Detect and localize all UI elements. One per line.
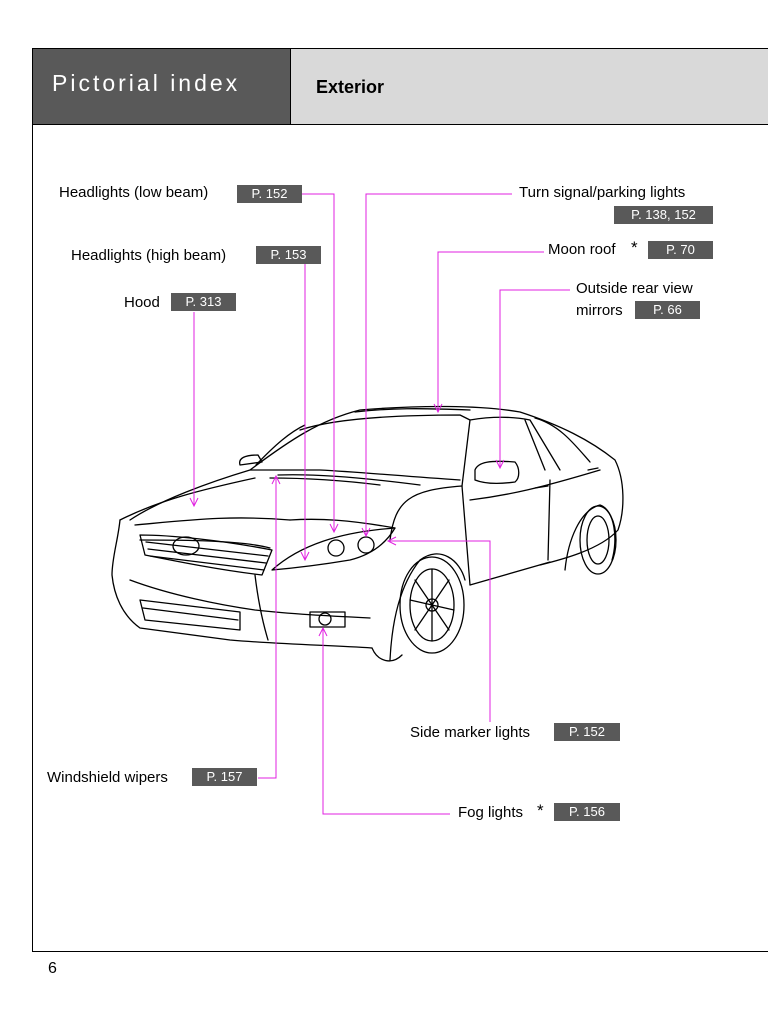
header-dark-panel <box>33 49 290 124</box>
page-title: Pictorial index <box>52 70 241 96</box>
label-windshield-wipers: Windshield wipers <box>47 769 168 786</box>
ref-turn-signal[interactable]: P. 138, 152 <box>614 206 713 224</box>
page-number: 6 <box>48 960 57 977</box>
label-fog-lights: Fog lights <box>458 804 524 821</box>
ref-headlights-high-beam[interactable]: P. 153 <box>256 246 321 264</box>
leader-lines <box>189 193 570 815</box>
section-title: Exterior <box>316 77 385 97</box>
ref-hood[interactable]: P. 313 <box>171 293 236 311</box>
ref-mirrors[interactable]: P. 66 <box>635 301 700 319</box>
label-hood: Hood <box>124 294 160 311</box>
label-moon-roof: Moon roof <box>548 241 616 258</box>
label-mirrors-line1: Outside rear view <box>576 280 693 297</box>
label-headlights-low-beam: Headlights (low beam) <box>59 184 209 201</box>
page-frame <box>32 48 768 952</box>
ref-side-marker-lights[interactable]: P. 152 <box>554 723 620 741</box>
label-side-marker-lights: Side marker lights <box>410 724 531 741</box>
label-mirrors-line2: mirrors <box>576 302 623 319</box>
label-headlights-high-beam: Headlights (high beam) <box>71 247 227 264</box>
header-light-panel <box>290 49 768 124</box>
ref-windshield-wipers[interactable]: P. 157 <box>192 768 257 786</box>
fog-lights-asterisk: * <box>537 801 544 820</box>
ref-headlights-low-beam[interactable]: P. 152 <box>237 185 302 203</box>
ref-fog-lights[interactable]: P. 156 <box>554 803 620 821</box>
header-divider <box>33 124 768 125</box>
ref-moon-roof[interactable]: P. 70 <box>648 241 713 259</box>
moon-roof-asterisk: * <box>631 238 638 257</box>
label-turn-signal: Turn signal/parking lights <box>519 184 686 201</box>
car-outline <box>111 405 624 662</box>
